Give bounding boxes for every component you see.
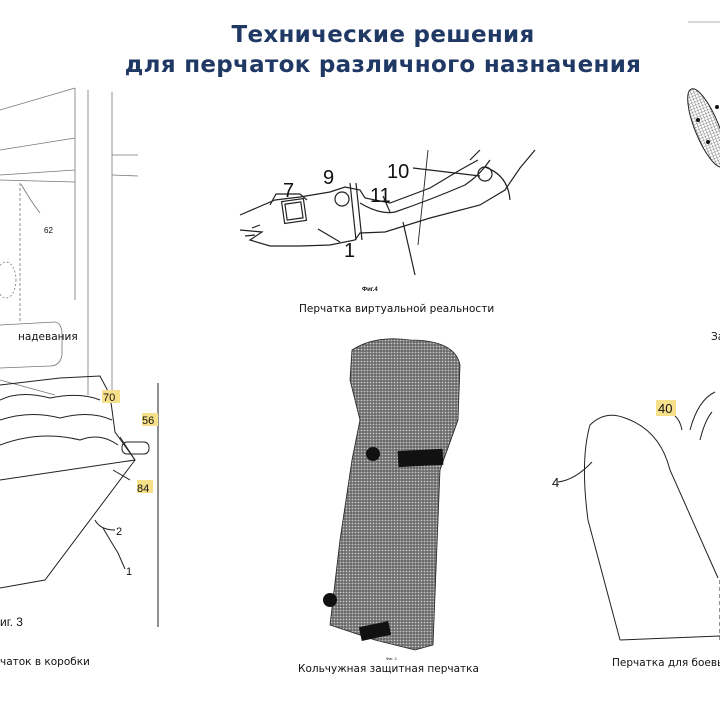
combat-glove-drawing [557,391,720,641]
ref-label-1b: 1 [126,566,132,578]
ref-label-84-highlight [137,480,153,493]
ref-label-11: 11 [370,185,391,207]
ref-label-56: 56 [142,415,154,427]
caption-protective-glove: За [711,331,720,343]
ref-label-2: 2 [116,526,122,538]
slide-title-line1: Технические решения [231,22,535,48]
ref-label-70: 70 [103,392,115,404]
caption-box-packing: чаток в коробки [0,656,90,668]
ref-label-40: 40 [658,401,672,416]
ref-label-7: 7 [283,180,294,202]
ref-label-70-highlight [102,390,120,403]
chainmail-glove-drawing [323,338,461,651]
fig-3-label: иг. 3 [0,615,23,629]
slide-title-line2: для перчаток различного назначения [124,52,642,78]
ref-label-10: 10 [387,161,409,183]
fig-2-label: Фиг. 2 [386,656,397,661]
caption-combat-glove: Перчатка для боевы [612,657,720,669]
protective-glove-drawing [687,21,720,168]
ref-label-1: 1 [344,240,355,262]
ref-label-56-highlight [142,413,158,426]
ref-label-40-highlight [656,400,676,416]
ref-label-84: 84 [137,483,149,495]
ref-label-62: 62 [44,226,53,235]
vr-glove-drawing [239,149,536,276]
ref-label-9: 9 [323,167,334,189]
glove-packing-box-drawing [0,375,159,627]
donning-device-drawing [0,87,139,396]
caption-chainmail-glove: Кольчужная защитная перчатка [298,663,479,675]
ref-label-4: 4 [552,475,559,490]
caption-vr-glove: Перчатка виртуальной реальности [299,303,495,315]
fig-label: Фиг.4 [362,287,378,293]
caption-donning: надевания [18,331,78,343]
